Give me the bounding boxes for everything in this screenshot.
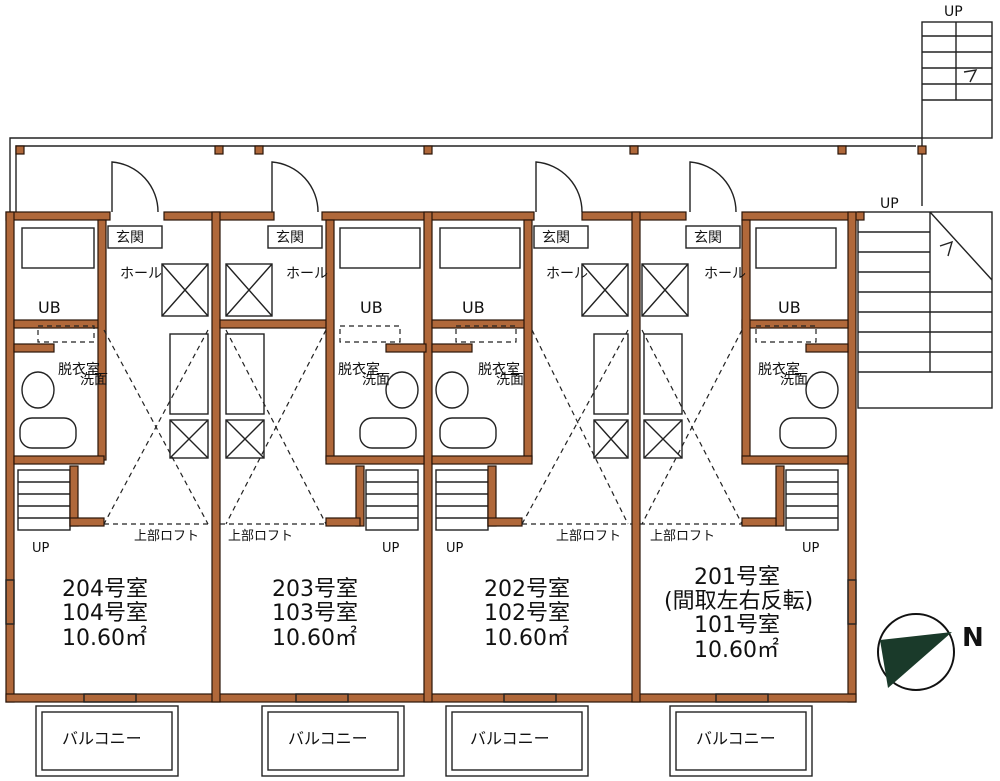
unit-201-hall: ホール	[704, 266, 746, 282]
unit-203-line3: 10.60㎡	[272, 625, 357, 651]
unit-203-line1: 203号室	[272, 577, 358, 602]
unit-202-line2: 102号室	[484, 601, 570, 626]
top-stair-up-label: UP	[944, 4, 963, 20]
balcony-2: バルコニー	[288, 729, 368, 748]
unit-204-ub: UB	[38, 298, 61, 317]
unit-203: UB 玄関 ホール 脱衣室 洗面 UP 上部ロフト 203号室 103号室 10…	[219, 161, 427, 651]
unit-202-dressing: 脱衣室	[478, 361, 520, 378]
unit-201-up: UP	[802, 541, 820, 556]
unit-201-genkan: 玄関	[694, 229, 722, 246]
right-stair-up-label: UP	[880, 196, 899, 212]
unit-204-line1: 204号室	[62, 577, 148, 602]
unit-203-up: UP	[382, 541, 400, 556]
unit-203-loft: 上部ロフト	[228, 529, 293, 544]
unit-204-line3: 10.60㎡	[62, 625, 147, 651]
unit-201-line3: 101号室	[694, 613, 780, 638]
unit-201-washroom: 洗面	[780, 372, 808, 388]
unit-201-ub: UB	[778, 298, 801, 317]
unit-203-line2: 103号室	[272, 601, 358, 626]
unit-202-ub: UB	[462, 298, 485, 317]
balconies: バルコニー バルコニー バルコニー バルコニー	[35, 693, 813, 777]
unit-204: UB 玄関 ホール 脱衣室 洗面 UP 上部ロフト 204号室 104号室 1	[13, 161, 212, 651]
balcony-1: バルコニー	[62, 729, 142, 748]
balcony-4: バルコニー	[696, 729, 776, 748]
north-label: N	[962, 623, 984, 653]
unit-201-line1: 201号室	[694, 565, 780, 590]
unit-203-genkan: 玄関	[276, 229, 304, 246]
unit-204-dressing: 脱衣室	[58, 361, 100, 378]
unit-202-genkan: 玄関	[542, 229, 570, 246]
unit-201-dressing: 脱衣室	[758, 361, 800, 378]
unit-201: UB 玄関 ホール 脱衣室 洗面 UP 上部ロフト 201号室 (間取左右反転)…	[640, 161, 849, 663]
unit-202-loft: 上部ロフト	[556, 529, 621, 544]
balcony-3: バルコニー	[470, 729, 550, 748]
unit-204-line2: 104号室	[62, 601, 148, 626]
corridor-outline	[9, 137, 927, 212]
unit-202-washroom: 洗面	[496, 372, 524, 388]
unit-202-hall: ホール	[546, 266, 588, 282]
unit-202: UB 玄関 ホール 脱衣室 洗面 UP 上部ロフト 202号室 102号室 10…	[431, 161, 632, 651]
unit-203-ub: UB	[360, 298, 383, 317]
unit-204-up: UP	[32, 541, 50, 556]
unit-201-line4: 10.60㎡	[694, 637, 779, 663]
unit-203-washroom: 洗面	[362, 372, 390, 388]
unit-203-hall: ホール	[286, 266, 328, 282]
unit-204-hall: ホール	[120, 266, 162, 282]
unit-201-line2: (間取左右反転)	[664, 589, 813, 614]
right-stair: UP	[857, 196, 993, 409]
building-walls	[5, 211, 865, 703]
top-stair: UP	[921, 4, 993, 139]
unit-204-genkan: 玄関	[116, 229, 144, 246]
north-arrow: N	[877, 613, 984, 691]
unit-204-loft: 上部ロフト	[134, 529, 199, 544]
unit-202-line1: 202号室	[484, 577, 570, 602]
unit-203-dressing: 脱衣室	[338, 361, 380, 378]
unit-204-washroom: 洗面	[80, 372, 108, 388]
unit-202-up: UP	[446, 541, 464, 556]
unit-201-loft: 上部ロフト	[650, 529, 715, 544]
unit-202-line3: 10.60㎡	[484, 625, 569, 651]
